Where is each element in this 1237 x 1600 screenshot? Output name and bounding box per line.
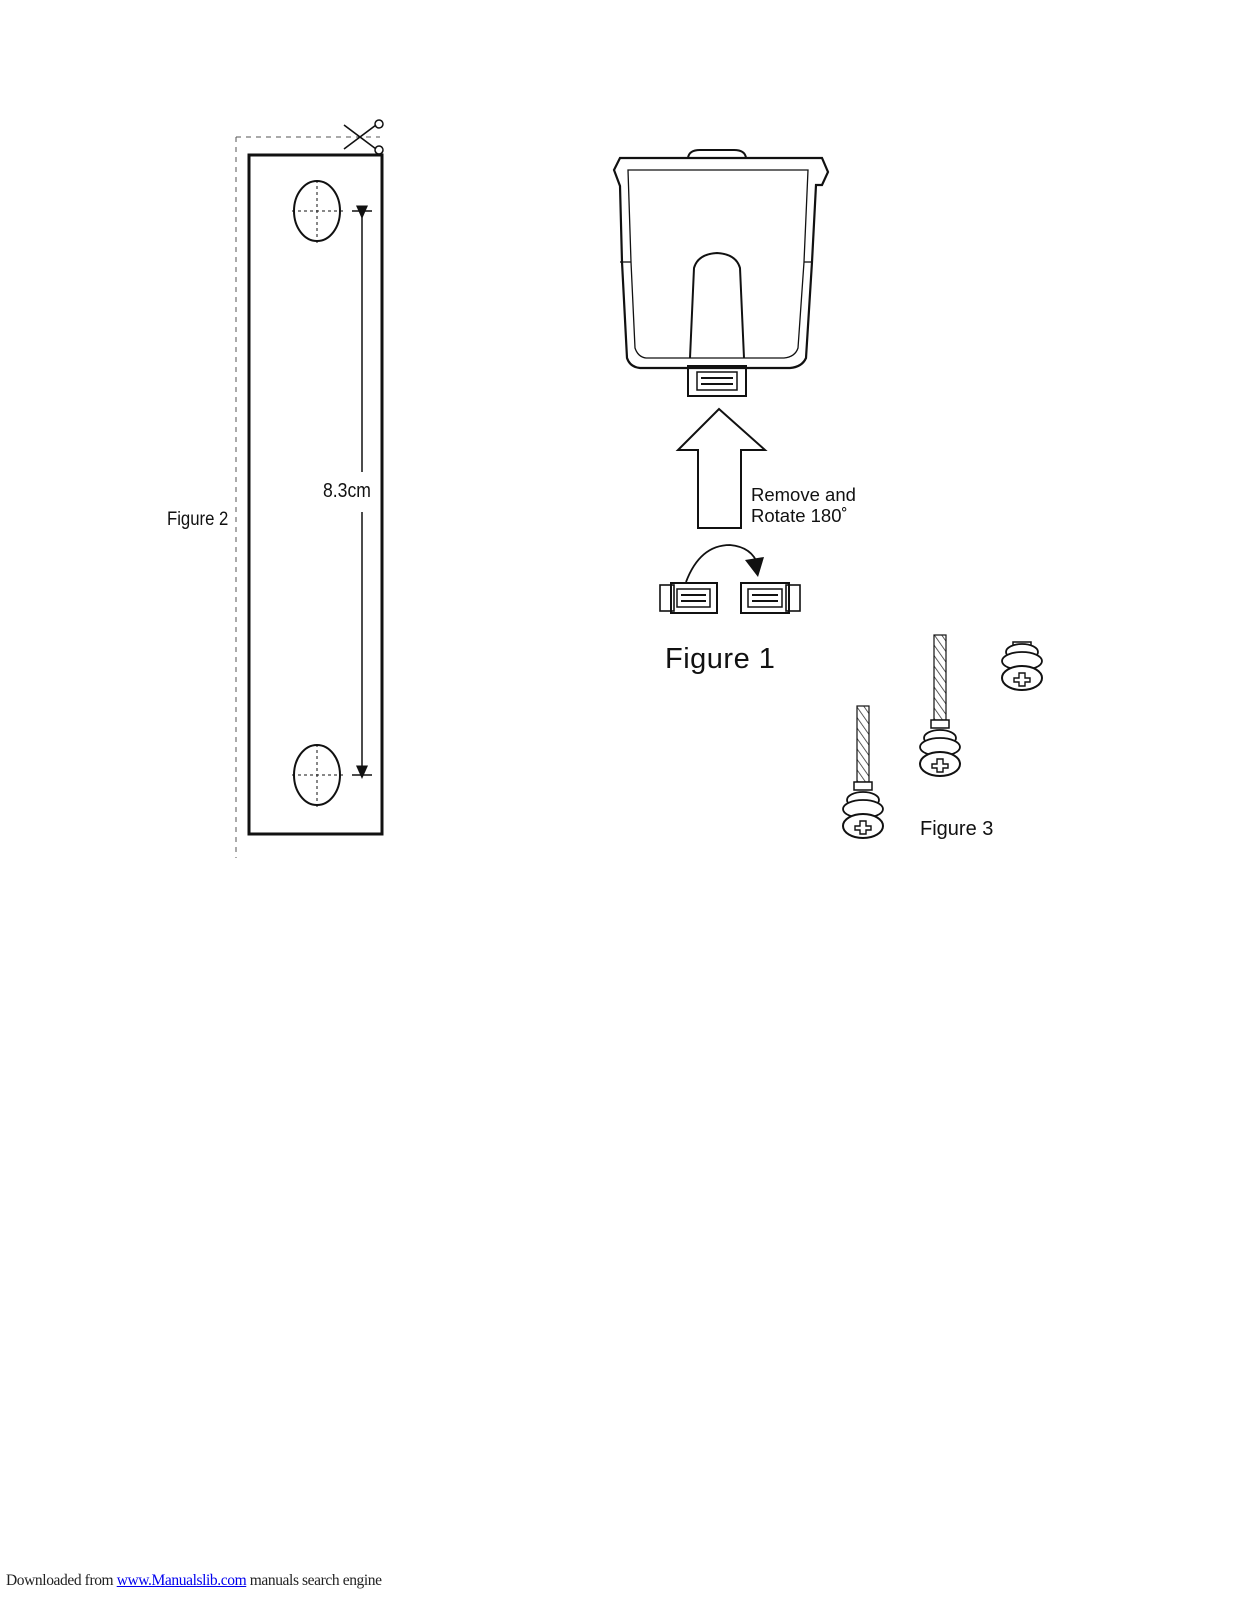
belt-clip-slot (689, 251, 745, 359)
remove-rotate-instruction: Remove and Rotate 180˚ (751, 484, 856, 526)
mounting-hole-top (292, 180, 344, 244)
handset-inner-rim (627, 169, 809, 359)
figure-2-caption: Figure 2 (167, 509, 229, 530)
handset-back-illustration (612, 149, 830, 397)
download-footer: Downloaded from www.Manualslib.com manua… (6, 1572, 382, 1590)
wall-mount-template (235, 119, 384, 858)
arrow-up-icon (675, 407, 768, 529)
rotate-arrow-icon (685, 544, 764, 583)
manualslib-link[interactable]: www.Manualslib.com (116, 1572, 247, 1589)
figure-3-caption: Figure 3 (920, 818, 994, 840)
footer-suffix: manuals search engine (246, 1572, 382, 1589)
handset-top-tab (687, 149, 747, 159)
scissors-icon (343, 119, 384, 155)
footer-prefix: Downloaded from (6, 1572, 117, 1589)
dimension-line (352, 205, 372, 779)
handset-outer-shell (612, 156, 830, 370)
clip-before-rotation (659, 582, 718, 614)
clip-attached (687, 365, 747, 397)
screw-icon (1001, 641, 1043, 691)
clip-after-rotation (740, 582, 801, 614)
figure-1-caption: Figure 1 (665, 643, 776, 675)
screw-icon (842, 705, 884, 839)
mounting-hole-bottom (292, 744, 344, 808)
instruction-line-2: Rotate 180˚ (751, 505, 848, 526)
screw-icon (919, 634, 961, 777)
instruction-line-1: Remove and (751, 484, 856, 505)
template-outline (247, 153, 384, 836)
hole-spacing-dimension: 8.3cm (323, 480, 371, 502)
